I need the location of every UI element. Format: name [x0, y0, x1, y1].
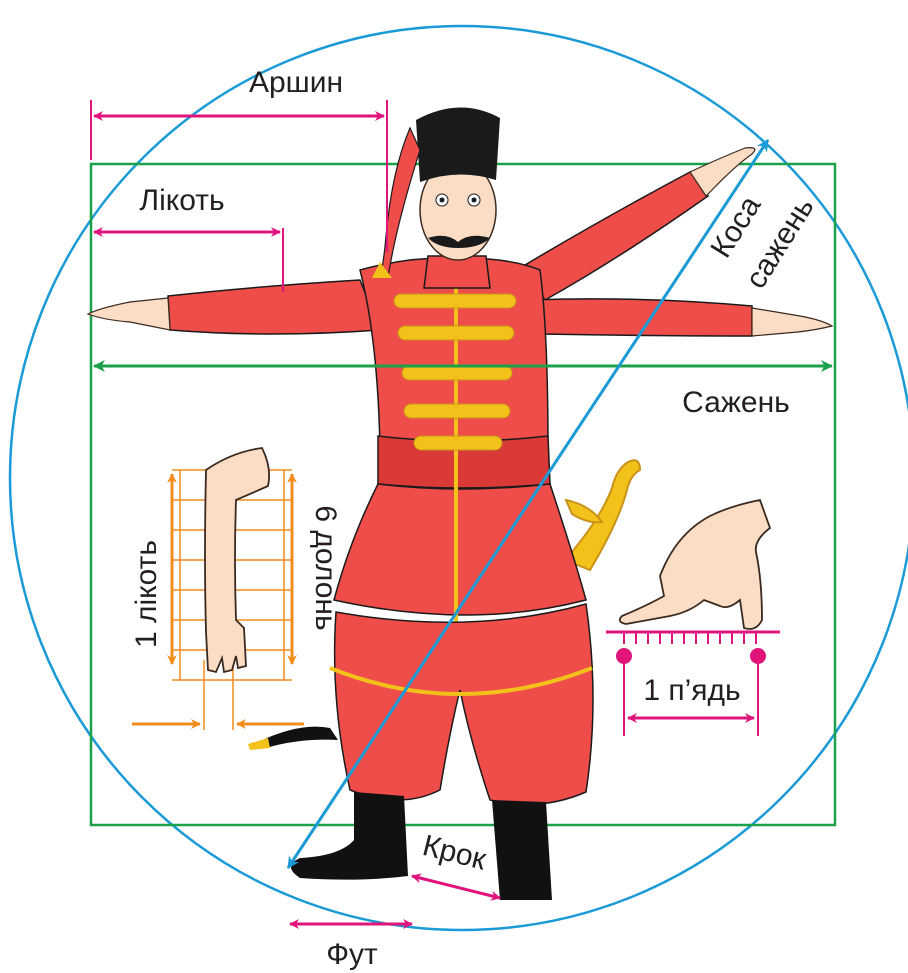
likot-measure: Лікоть — [94, 184, 283, 292]
likot-label: Лікоть — [139, 184, 224, 217]
hand-span-icon — [620, 500, 770, 629]
forearm-measure: 1 лікоть 6 долонь — [130, 448, 342, 730]
krok-measure: Крок — [412, 829, 500, 898]
one-likot-label: 1 лікоть — [130, 540, 163, 648]
fut-measure: Фут — [290, 924, 412, 971]
sazhen-label: Сажень — [682, 386, 790, 419]
fut-label: Фут — [326, 938, 378, 971]
krok-label: Крок — [419, 829, 490, 877]
one-pyad-label: 1 п’ядь — [643, 674, 740, 707]
six-dolon-label: 6 долонь — [309, 505, 342, 630]
pyad-measure: 1 п’ядь — [606, 500, 780, 736]
arshyn-label: Аршин — [249, 66, 343, 99]
arshyn-measure: Аршин — [91, 66, 387, 252]
